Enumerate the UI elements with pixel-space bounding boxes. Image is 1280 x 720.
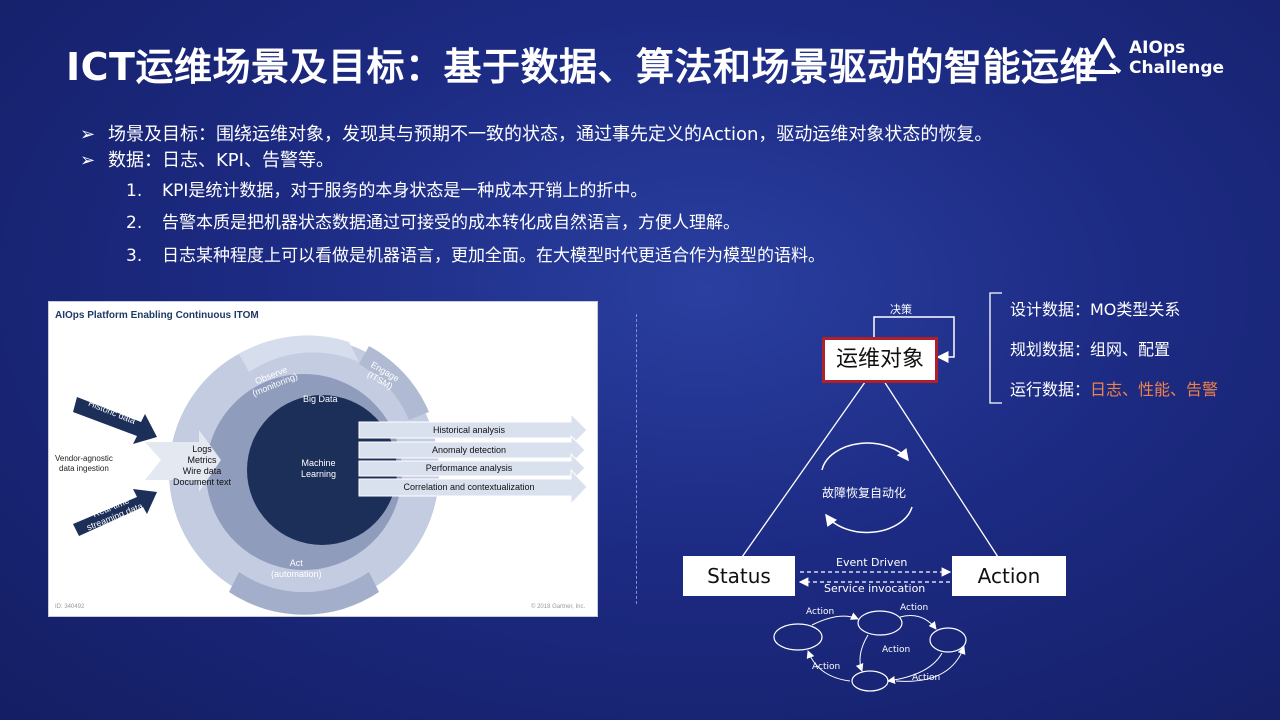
edge-object-status bbox=[741, 364, 880, 558]
output-correlation: Correlation and contextualization bbox=[403, 482, 535, 492]
output-performance-analysis: Performance analysis bbox=[425, 463, 513, 473]
transition-1 bbox=[811, 612, 859, 626]
output-arrow-1 bbox=[358, 412, 588, 448]
bullet-data: ➢ 数据：日志、KPI、告警等。 bbox=[80, 146, 334, 172]
cycle-arrow-top bbox=[821, 442, 909, 471]
act-title: Act bbox=[289, 558, 303, 568]
run-data-highlight: 日志、性能、告警 bbox=[1090, 380, 1219, 399]
bullet-text: 场景及目标：围绕运维对象，发现其与预期不一致的状态，通过事先定义的Action，… bbox=[108, 124, 993, 145]
bullet-scenario: ➢ 场景及目标：围绕运维对象，发现其与预期不一致的状态，通过事先定义的Action… bbox=[80, 120, 992, 146]
transition-label-1: Action bbox=[806, 607, 835, 617]
aiops-logo-icon bbox=[1082, 38, 1122, 74]
ml-line2: Learning bbox=[301, 469, 337, 479]
vendor-line2: data ingestion bbox=[59, 464, 109, 473]
ml-label: Machine Learning bbox=[301, 458, 336, 480]
item-number: 2. bbox=[126, 213, 143, 233]
numbered-item-2: 2. 告警本质是把机器状态数据通过可接受的成本转化成自然语言，方便人理解。 bbox=[126, 208, 740, 233]
divider bbox=[636, 314, 637, 604]
input-types-list: Logs Metrics Wire data Document text bbox=[161, 444, 243, 488]
historic-data-arrow bbox=[73, 397, 157, 444]
output-arrow-3 bbox=[358, 452, 586, 484]
ml-line1: Machine bbox=[301, 458, 336, 468]
state-node-1 bbox=[773, 623, 823, 651]
bullet-arrow-icon: ➢ bbox=[80, 150, 96, 171]
ops-object-label: 运维对象 bbox=[835, 347, 924, 372]
transition-label-4: Action bbox=[812, 662, 841, 672]
gartner-diagram-panel: AIOps Platform Enabling Continuous ITOM … bbox=[48, 301, 598, 617]
transition-3 bbox=[855, 634, 869, 672]
big-data-label: Big Data bbox=[303, 394, 338, 404]
bullet-text: 数据：日志、KPI、告警等。 bbox=[108, 150, 334, 171]
vendor-agnostic-label: Vendor-agnostic data ingestion bbox=[55, 454, 113, 474]
service-invocation-label: Service invocation bbox=[824, 582, 926, 595]
output-arrow-2 bbox=[358, 434, 586, 466]
bullet-arrow-icon: ➢ bbox=[80, 124, 96, 145]
transition-label-3: Action bbox=[882, 645, 911, 655]
data-bracket bbox=[989, 292, 1002, 404]
design-data-label: 设计数据：MO类型关系 bbox=[1010, 300, 1181, 319]
aiops-platform-diagram bbox=[73, 335, 588, 615]
ops-triangle-diagram bbox=[741, 292, 1002, 692]
numbered-item-3: 3. 日志某种程度上可以看做是机器语言，更加全面。在大模型时代更适合作为模型的语料… bbox=[126, 241, 825, 266]
gartner-id: ID: 340492 bbox=[55, 604, 85, 610]
state-node-4 bbox=[851, 670, 889, 692]
output-arrow-4 bbox=[358, 468, 588, 506]
edge-object-action bbox=[870, 364, 999, 558]
event-driven-label: Event Driven bbox=[836, 556, 908, 569]
transition-4 bbox=[806, 650, 851, 682]
logo-line2: Challenge bbox=[1129, 58, 1225, 78]
item-number: 3. bbox=[126, 246, 143, 266]
state-node-3 bbox=[929, 627, 967, 653]
act-arc bbox=[229, 572, 379, 615]
action-node: Action bbox=[952, 556, 1066, 596]
engage-arc bbox=[359, 346, 429, 420]
cycle-arrow-bottom bbox=[825, 506, 913, 534]
transition-2 bbox=[899, 615, 937, 630]
item-number: 1. bbox=[126, 181, 143, 201]
input-wire-data: Wire data bbox=[182, 466, 222, 476]
decision-loop-arrow bbox=[873, 316, 955, 363]
gartner-diagram-title: AIOps Platform Enabling Continuous ITOM bbox=[55, 310, 259, 321]
logo-text: AIOps Challenge bbox=[1129, 38, 1224, 78]
gartner-copyright: © 2018 Gartner, Inc. bbox=[531, 604, 586, 610]
logo-line1: AIOps bbox=[1129, 38, 1186, 58]
numbered-item-1: 1. KPI是统计数据，对于服务的本身状态是一种成本开销上的折中。 bbox=[126, 176, 647, 201]
ingestion-arrow bbox=[145, 430, 221, 492]
vendor-line1: Vendor-agnostic bbox=[55, 454, 113, 463]
state-node-2 bbox=[857, 610, 903, 636]
act-sub: (automation) bbox=[271, 569, 322, 579]
action-label: Action bbox=[977, 564, 1041, 588]
output-historical-analysis: Historical analysis bbox=[432, 425, 506, 435]
ops-object-node: 运维对象 bbox=[822, 337, 938, 383]
status-label: Status bbox=[707, 564, 771, 588]
act-label: Act (automation) bbox=[271, 558, 322, 580]
transition-label-5: Action bbox=[912, 673, 941, 683]
input-logs: Logs bbox=[192, 444, 212, 454]
realtime-data-arrow bbox=[73, 489, 157, 536]
status-node: Status bbox=[683, 556, 795, 596]
plan-data-label: 规划数据：组网、配置 bbox=[1010, 340, 1171, 359]
item-text: KPI是统计数据，对于服务的本身状态是一种成本开销上的折中。 bbox=[162, 181, 648, 201]
input-document-text: Document text bbox=[172, 477, 232, 487]
run-data-label: 运行数据：日志、性能、告警 bbox=[1010, 376, 1218, 400]
cycle-label: 故障恢复自动化 bbox=[822, 486, 907, 500]
output-anomaly-detection: Anomaly detection bbox=[431, 445, 507, 455]
transition-5 bbox=[887, 652, 943, 684]
observe-arc bbox=[239, 335, 359, 372]
decision-label: 决策 bbox=[890, 303, 912, 316]
item-text: 告警本质是把机器状态数据通过可接受的成本转化成自然语言，方便人理解。 bbox=[162, 213, 740, 233]
transition-label-2: Action bbox=[900, 603, 929, 613]
input-metrics: Metrics bbox=[187, 455, 217, 465]
transition-6 bbox=[895, 646, 966, 682]
item-text: 日志某种程度上可以看做是机器语言，更加全面。在大模型时代更适合作为模型的语料。 bbox=[162, 246, 825, 266]
run-data-prefix: 运行数据： bbox=[1010, 380, 1091, 399]
page-title: ICT运维场景及目标：基于数据、算法和场景驱动的智能运维 bbox=[66, 45, 1098, 89]
